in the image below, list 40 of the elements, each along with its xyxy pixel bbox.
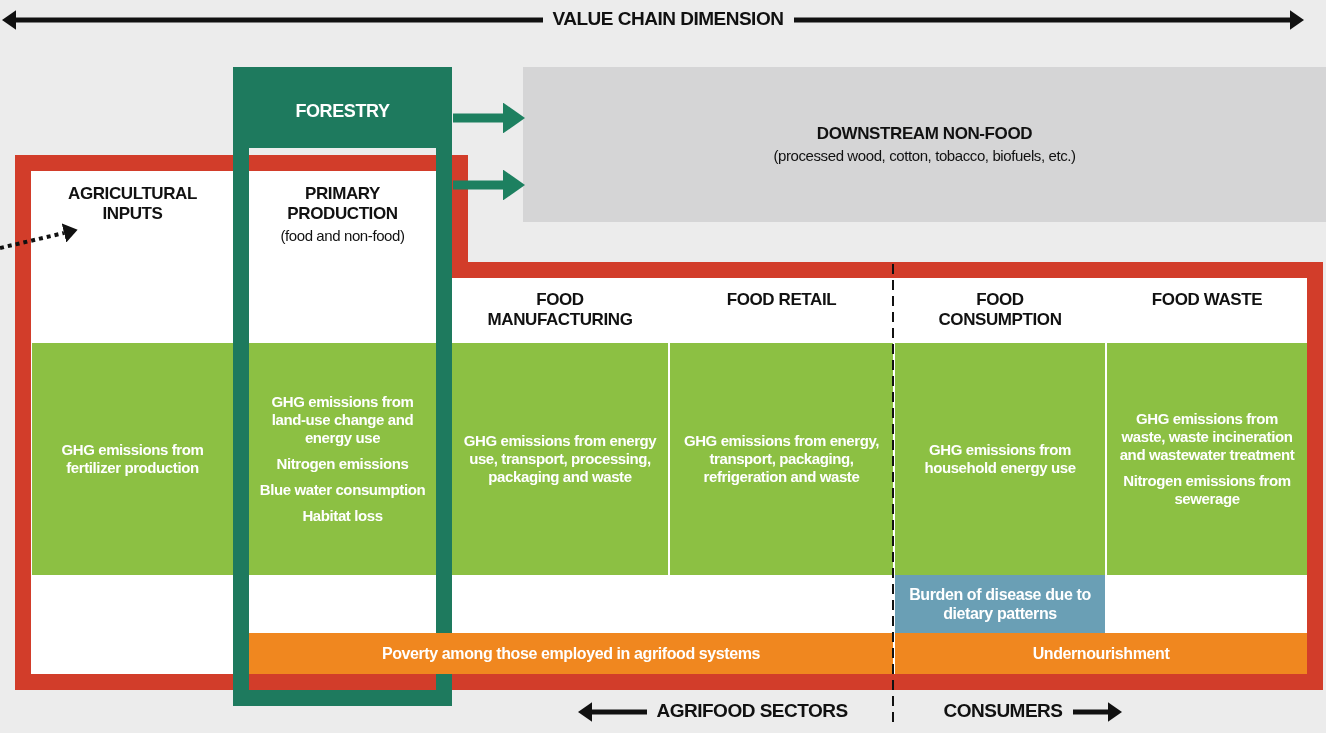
impact-text: Blue water consumption [259,481,426,499]
impact-text: Habitat loss [302,507,383,525]
sector-heading: PRIMARY PRODUCTION [286,184,399,225]
sector-heading: FORESTRY [295,101,390,123]
impact-cell [1107,343,1307,575]
impact-cell [32,343,233,575]
axis-label: AGRIFOOD SECTORS [656,700,848,722]
impact-cell [249,343,436,575]
sector-heading: FOOD WASTE [1151,290,1263,311]
impact-text: GHG emissions from household energy use [923,441,1077,477]
sector-heading: FOOD MANUFACTURING [486,290,634,331]
impact-cell [670,343,893,575]
social-impact-bar [249,633,893,674]
impact-text: Poverty among those employed in agrifood systems [381,643,761,664]
impact-text: Nitrogen emissions [276,455,409,473]
forestry-box [233,67,452,148]
sector-heading: AGRICULTURAL INPUTS [67,184,198,225]
sector-heading: FOOD CONSUMPTION [937,290,1063,331]
sector-heading: FOOD RETAIL [726,290,837,311]
impact-cell [452,343,668,575]
downstream-box [523,67,1326,222]
impact-text: GHG emissions from fertilizer production [60,441,205,477]
sector-description: (processed wood, cotton, tobacco, biofuels, etc.) [773,146,1076,165]
impact-text: GHG emissions from waste, waste incineration and wastewater treatment [1118,410,1296,464]
impact-cell [895,343,1105,575]
impact-text: Undernourishment [1032,643,1170,664]
impact-text: GHG emissions from land-use change and energy use [270,393,415,447]
health-impact-bar [895,575,1105,633]
axis-label: CONSUMERS [943,700,1063,722]
arrow [453,169,525,201]
impact-text: Burden of disease due to dietary patterns [908,584,1092,624]
impact-text: GHG emissions from energy, transport, packaging, refrigeration and waste [682,432,881,486]
impact-text: GHG emissions from energy use, transport, processing, packaging and waste [462,432,658,486]
arrow [0,223,78,250]
axis-label: VALUE CHAIN DIMENSION [552,8,784,30]
arrow [453,102,525,134]
sector-description: (food and non-food) [280,226,405,245]
impact-text: Nitrogen emissions from sewerage [1122,472,1292,508]
sector-heading: DOWNSTREAM NON-FOOD [816,124,1033,145]
social-impact-bar [895,633,1307,674]
